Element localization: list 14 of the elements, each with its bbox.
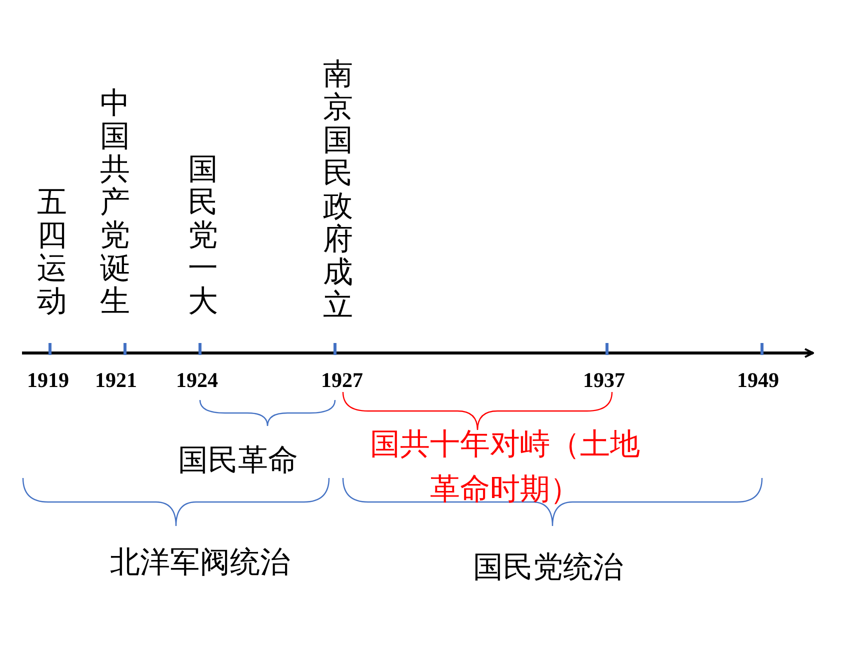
event-label: 五四运动 [37, 186, 67, 318]
year-label: 1921 [94, 367, 138, 394]
period-label: 国民党统治 [472, 549, 624, 587]
year-label: 1927 [320, 367, 364, 394]
year-label: 1924 [175, 367, 219, 394]
period-label: 国民革命 [177, 442, 299, 480]
period-label: 国共十年对峙（土地革命时期） [369, 426, 641, 509]
year-label: 1937 [582, 367, 626, 394]
year-label: 1919 [26, 367, 70, 394]
year-label: 1949 [736, 367, 780, 394]
event-label: 中国共产党诞生 [100, 87, 130, 318]
event-label: 国民党一大 [188, 153, 218, 318]
period-label: 北洋军阀统治 [109, 544, 291, 582]
event-label: 南京国民政府成立 [323, 58, 353, 322]
